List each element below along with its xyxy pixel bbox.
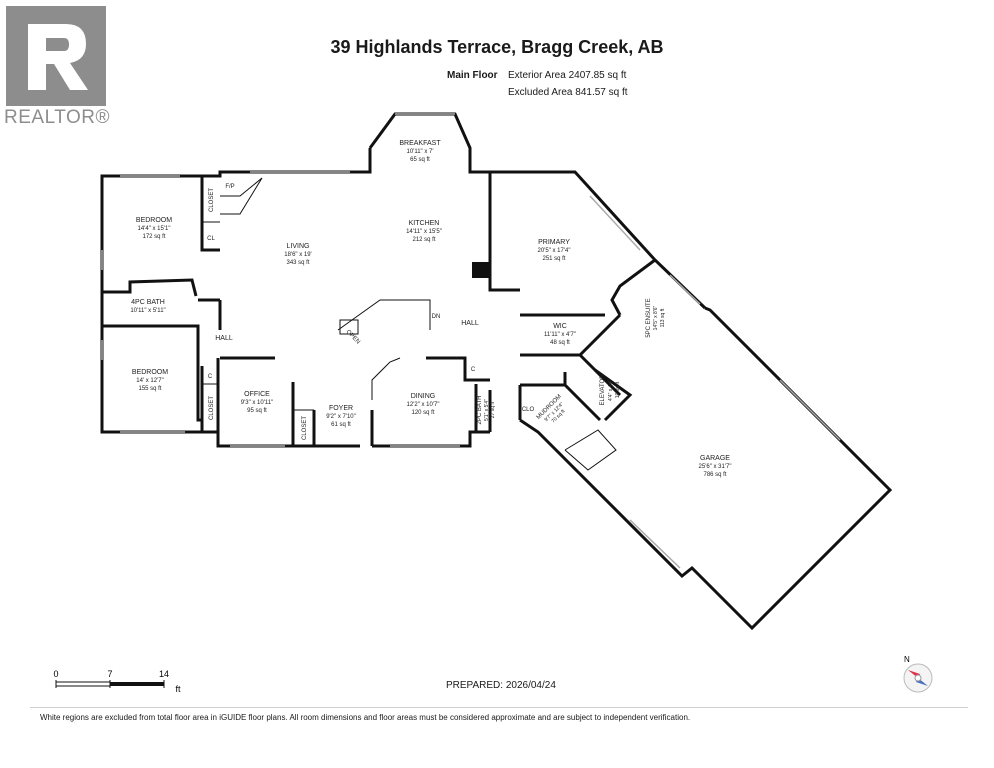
closet-label-3: CLOSET — [302, 416, 308, 440]
room-garage: GARAGE 25'6" x 31'7" 786 sq ft — [699, 455, 732, 478]
compass-north-label: N — [904, 655, 910, 664]
svg-text:25'6" x 31'7": 25'6" x 31'7" — [699, 464, 732, 470]
room-living: LIVING 18'6" x 19' 343 sq ft — [284, 243, 311, 266]
svg-text:WIC: WIC — [553, 323, 567, 330]
footer-divider — [30, 707, 968, 708]
realtor-logo-mark — [6, 6, 106, 106]
svg-text:BREAKFAST: BREAKFAST — [399, 140, 441, 147]
room-elevator: ELEVATOR 4'4" x 4'4" 10 sq ft — [600, 374, 621, 406]
scale-bar: 0 7 14 ft — [52, 668, 192, 699]
svg-text:DINING: DINING — [411, 393, 436, 400]
hall-label-left: HALL — [215, 335, 233, 342]
realtor-logo — [6, 6, 106, 111]
svg-text:113 sq ft: 113 sq ft — [660, 308, 666, 327]
clo-label: CLO — [522, 407, 535, 413]
c-label-left: C — [208, 374, 213, 380]
scale-tick-14: 14 — [159, 669, 169, 679]
svg-text:20'5" x 17'4": 20'5" x 17'4" — [538, 248, 571, 254]
c-label-center: C — [471, 367, 476, 373]
svg-text:5PC ENSUITE: 5PC ENSUITE — [646, 298, 652, 337]
room-dining: DINING 12'2" x 10'7" 120 sq ft — [407, 393, 440, 416]
room-wic: WIC 11'11" x 4'7" 48 sq ft — [544, 323, 576, 346]
floor-label: Main Floor — [447, 70, 498, 81]
compass: N — [896, 654, 940, 703]
windows — [101, 113, 841, 569]
svg-text:4'4" x 4'4": 4'4" x 4'4" — [608, 379, 614, 401]
property-title: 39 Highlands Terrace, Bragg Creek, AB — [330, 37, 664, 57]
svg-text:14' x 12'7": 14' x 12'7" — [136, 378, 163, 384]
room-foyer: FOYER 9'2" x 7'10" 61 sq ft — [326, 405, 356, 428]
svg-text:4PC BATH: 4PC BATH — [131, 299, 165, 306]
svg-text:61 sq ft: 61 sq ft — [331, 422, 351, 428]
room-2pc-bath: 2PC BATH 5'1" x 5'4" 27 sq ft — [477, 396, 496, 425]
svg-text:120 sq ft: 120 sq ft — [411, 410, 434, 416]
dn-label: DN — [432, 314, 441, 320]
excluded-area: Excluded Area 841.57 sq ft — [508, 87, 628, 98]
svg-text:251 sq ft: 251 sq ft — [542, 256, 565, 262]
svg-text:FOYER: FOYER — [329, 405, 353, 412]
svg-text:27 sq ft: 27 sq ft — [490, 401, 496, 418]
scale-tick-0: 0 — [53, 669, 58, 679]
svg-text:786 sq ft: 786 sq ft — [703, 472, 726, 478]
fireplace-label: F/P — [225, 184, 234, 190]
room-primary: PRIMARY 20'5" x 17'4" 251 sq ft — [538, 239, 571, 262]
svg-text:95 sq ft: 95 sq ft — [247, 408, 267, 414]
room-4pc-bath: 4PC BATH 10'11" x 5'11" — [130, 299, 165, 314]
svg-text:5'1" x 5'4": 5'1" x 5'4" — [484, 399, 490, 421]
scale-unit: ft — [175, 684, 181, 694]
svg-text:10'11" x 7': 10'11" x 7' — [407, 149, 434, 155]
svg-text:OFFICE: OFFICE — [244, 391, 270, 398]
compass-icon: N — [903, 655, 933, 693]
room-office: OFFICE 9'3" x 10'11" 95 sq ft — [241, 391, 273, 414]
hall-label-center: HALL — [461, 320, 479, 327]
closet-label-2: CLOSET — [209, 396, 215, 420]
room-bedroom-1: BEDROOM 14'4" x 15'1" 172 sq ft — [136, 217, 172, 240]
svg-text:BEDROOM: BEDROOM — [132, 369, 168, 376]
svg-text:14'11" x 15'5": 14'11" x 15'5" — [406, 229, 442, 235]
svg-text:212 sq ft: 212 sq ft — [412, 237, 435, 243]
interior-walls — [102, 176, 656, 471]
svg-text:LIVING: LIVING — [287, 243, 310, 250]
realtor-logo-text: REALTOR® — [4, 107, 110, 128]
svg-text:KITCHEN: KITCHEN — [409, 220, 440, 227]
svg-text:11'11" x 4'7": 11'11" x 4'7" — [544, 332, 576, 338]
svg-text:2PC BATH: 2PC BATH — [477, 396, 483, 425]
svg-text:BEDROOM: BEDROOM — [136, 217, 172, 224]
svg-text:9'3" x 10'11": 9'3" x 10'11" — [241, 400, 273, 406]
svg-text:12'2" x 10'7": 12'2" x 10'7" — [407, 402, 440, 408]
room-5pc-ensuite: 5PC ENSUITE 14'5" x 8'6" 113 sq ft — [646, 298, 666, 337]
realtor-r-icon — [28, 24, 88, 90]
floor-plan: BREAKFAST 10'11" x 7' 65 sq ft KITCHEN 1… — [100, 112, 893, 631]
svg-text:9'2" x 7'10": 9'2" x 7'10" — [326, 414, 356, 420]
room-mudroom: MUDROOM 9'7" x 12'4" 70 sq ft — [536, 394, 567, 425]
svg-text:18'6" x 19': 18'6" x 19' — [284, 252, 311, 258]
svg-text:14'4" x 15'1": 14'4" x 15'1" — [138, 226, 171, 232]
scale-tick-7: 7 — [107, 669, 112, 679]
svg-text:65 sq ft: 65 sq ft — [410, 157, 430, 163]
svg-text:14'5" x 8'6": 14'5" x 8'6" — [653, 305, 659, 330]
svg-text:10 sq ft: 10 sq ft — [615, 381, 621, 398]
svg-text:155 sq ft: 155 sq ft — [138, 386, 161, 392]
svg-text:ELEVATOR: ELEVATOR — [600, 374, 606, 406]
closet-label: CLOSET — [209, 188, 215, 212]
svg-text:343 sq ft: 343 sq ft — [286, 260, 309, 266]
svg-text:10'11" x 5'11": 10'11" x 5'11" — [130, 308, 165, 314]
svg-text:GARAGE: GARAGE — [700, 455, 730, 462]
room-breakfast: BREAKFAST 10'11" x 7' 65 sq ft — [399, 140, 441, 163]
cl-label: CL — [207, 236, 215, 242]
svg-text:172 sq ft: 172 sq ft — [142, 234, 165, 240]
prepared-date: PREPARED: 2026/04/24 — [446, 680, 556, 691]
room-bedroom-2: BEDROOM 14' x 12'7" 155 sq ft — [132, 369, 168, 392]
disclaimer-text: White regions are excluded from total fl… — [40, 713, 691, 722]
svg-text:PRIMARY: PRIMARY — [538, 239, 570, 246]
svg-text:48 sq ft: 48 sq ft — [550, 340, 570, 346]
exterior-area: Exterior Area 2407.85 sq ft — [508, 70, 627, 81]
exterior-walls — [100, 112, 893, 631]
room-kitchen: KITCHEN 14'11" x 15'5" 212 sq ft — [406, 220, 442, 243]
